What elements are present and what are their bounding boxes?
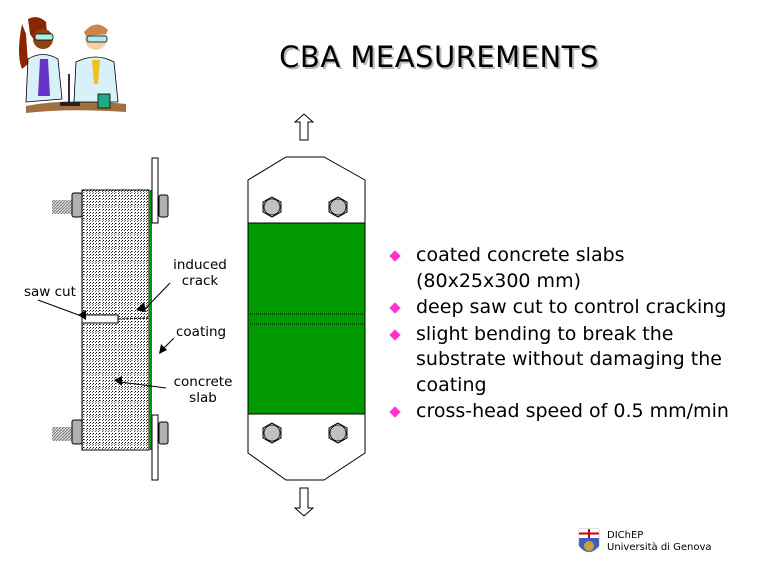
arrow-up-icon: [293, 113, 315, 141]
footer-university: Università di Genova: [607, 542, 712, 553]
saw-cut-shape: [81, 314, 119, 324]
bullet-text: slight bending to break the: [416, 322, 674, 345]
diamond-bullet-icon: [389, 302, 401, 314]
diamond-bullet-icon: [389, 406, 401, 418]
footer-dept: DIChEP: [607, 530, 644, 541]
label-saw-cut: saw cut: [24, 284, 76, 300]
bullet-list: coated concrete slabs (80x25x300 mm) dee…: [388, 243, 758, 426]
bullet-text: cross-head speed of 0.5 mm/min: [416, 400, 729, 422]
label-induced-crack: induced crack: [170, 257, 230, 289]
diamond-bullet-icon: [389, 328, 401, 341]
induced-crack-line: [117, 317, 149, 320]
diamond-bullet-icon: [389, 250, 401, 262]
bullet-item: coated concrete slabs (80x25x300 mm): [388, 243, 758, 294]
label-concrete-slab-line2: slab: [189, 390, 217, 406]
bullet-item: slight bending to break the substrate wi…: [388, 322, 758, 399]
label-concrete-slab-line1: concrete: [173, 374, 233, 390]
label-concrete-slab: concrete slab: [168, 374, 238, 406]
bullet-text: coating: [416, 373, 487, 396]
coating-layer: [149, 190, 152, 450]
slide-title: CBA MEASUREMENTS: [279, 40, 599, 74]
arrow-down-icon: [293, 487, 315, 517]
bolt-thread-top: [52, 200, 74, 214]
coated-region: [247, 222, 366, 415]
bullet-text: deep saw cut to control cracking: [416, 296, 727, 318]
specimen-front-view: [247, 113, 366, 517]
label-coating: coating: [176, 324, 227, 340]
footer-affiliation: DIChEP Università di Genova: [607, 530, 712, 554]
bolt-thread-bottom: [52, 427, 74, 441]
bullet-text: substrate without damaging the: [416, 348, 722, 370]
bullet-item: deep saw cut to control cracking: [388, 295, 758, 321]
university-crest-icon: [578, 528, 600, 553]
label-induced-crack-line2: crack: [181, 273, 219, 289]
label-induced-crack-line1: induced: [173, 257, 227, 273]
bullet-text: coated concrete slabs: [416, 244, 625, 266]
scientists-clipart: [19, 17, 126, 113]
specimen-side-view: [37, 157, 175, 481]
bullet-text: (80x25x300 mm): [416, 269, 581, 292]
bullet-item: cross-head speed of 0.5 mm/min: [388, 399, 758, 425]
bottom-grip: [247, 413, 366, 481]
